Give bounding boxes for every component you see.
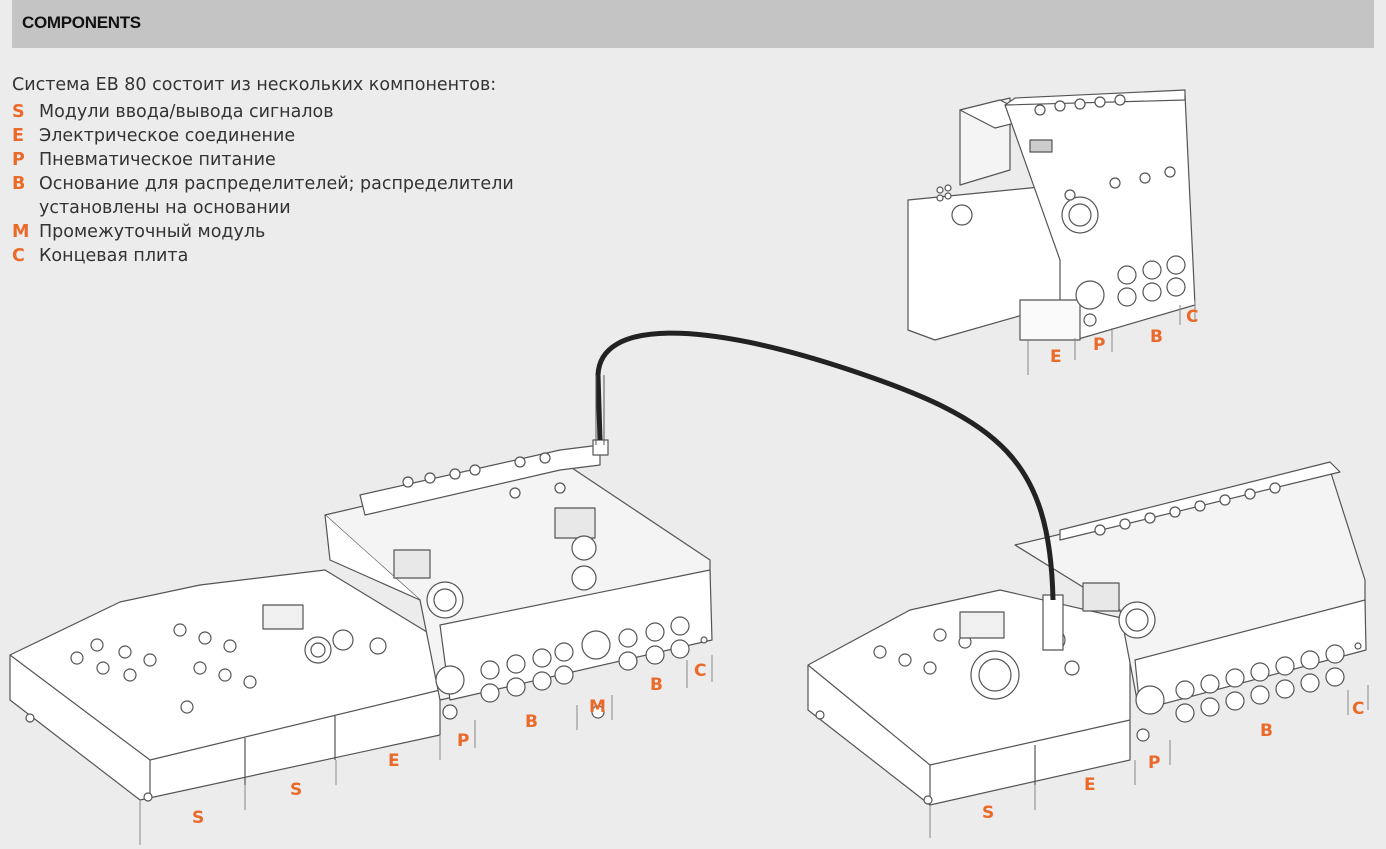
legend-item: M Промежуточный модуль [12, 220, 612, 244]
header-bar: COMPONENTS [12, 0, 1374, 48]
legend-code: C [12, 246, 25, 266]
label-right-b: B [1260, 721, 1273, 741]
label-top-p: P [1093, 335, 1105, 355]
legend-code: E [12, 126, 24, 146]
label-right-s: S [982, 803, 994, 823]
connection-cable [595, 330, 1056, 601]
label-top-b: B [1150, 327, 1163, 347]
dimension-lines [139, 300, 1369, 845]
legend-item: E Электрическое соединение [12, 124, 612, 148]
label-left-m: M [589, 697, 606, 717]
component-legend: S Модули ввода/вывода сигналов E Электриче… [12, 100, 612, 268]
right-assembly-illustration [807, 461, 1367, 806]
label-left-s2: S [290, 780, 302, 800]
left-assembly-illustration [9, 439, 713, 802]
label-right-c: C [1352, 699, 1364, 719]
legend-code: M [12, 222, 30, 242]
label-left-p: P [457, 731, 469, 751]
component-labels: E P B C S S E P B M B C S E P B C [192, 307, 1364, 828]
legend-code: P [12, 150, 25, 170]
label-right-p: P [1148, 753, 1160, 773]
legend-item: P Пневматическое питание [12, 148, 612, 172]
legend-desc: Модули ввода/вывода сигналов [39, 102, 334, 122]
label-top-c: C [1186, 307, 1198, 327]
label-left-b1: B [525, 712, 538, 732]
label-left-s1: S [192, 808, 204, 828]
intro-text: Система EB 80 состоит из нескольких комп… [12, 75, 497, 95]
top-assembly-illustration [907, 89, 1196, 341]
legend-code: S [12, 102, 25, 122]
legend-code: B [12, 174, 26, 194]
legend-desc: Концевая плита [39, 246, 189, 266]
label-right-e: E [1084, 775, 1096, 795]
legend-desc: Промежуточный модуль [39, 222, 266, 242]
label-left-b2: B [650, 675, 663, 695]
label-top-e: E [1050, 347, 1062, 367]
legend-item: C Концевая плита [12, 244, 612, 268]
section-title: COMPONENTS [22, 13, 141, 32]
legend-item: S Модули ввода/вывода сигналов [12, 100, 612, 124]
legend-desc: Основание для распределителей; распредел… [39, 174, 514, 218]
label-left-c: C [694, 661, 706, 681]
legend-desc: Пневматическое питание [39, 150, 276, 170]
legend-item: B Основание для распределителей; распреде… [12, 172, 612, 220]
legend-desc: Электрическое соединение [39, 126, 296, 146]
label-left-e: E [388, 751, 400, 771]
